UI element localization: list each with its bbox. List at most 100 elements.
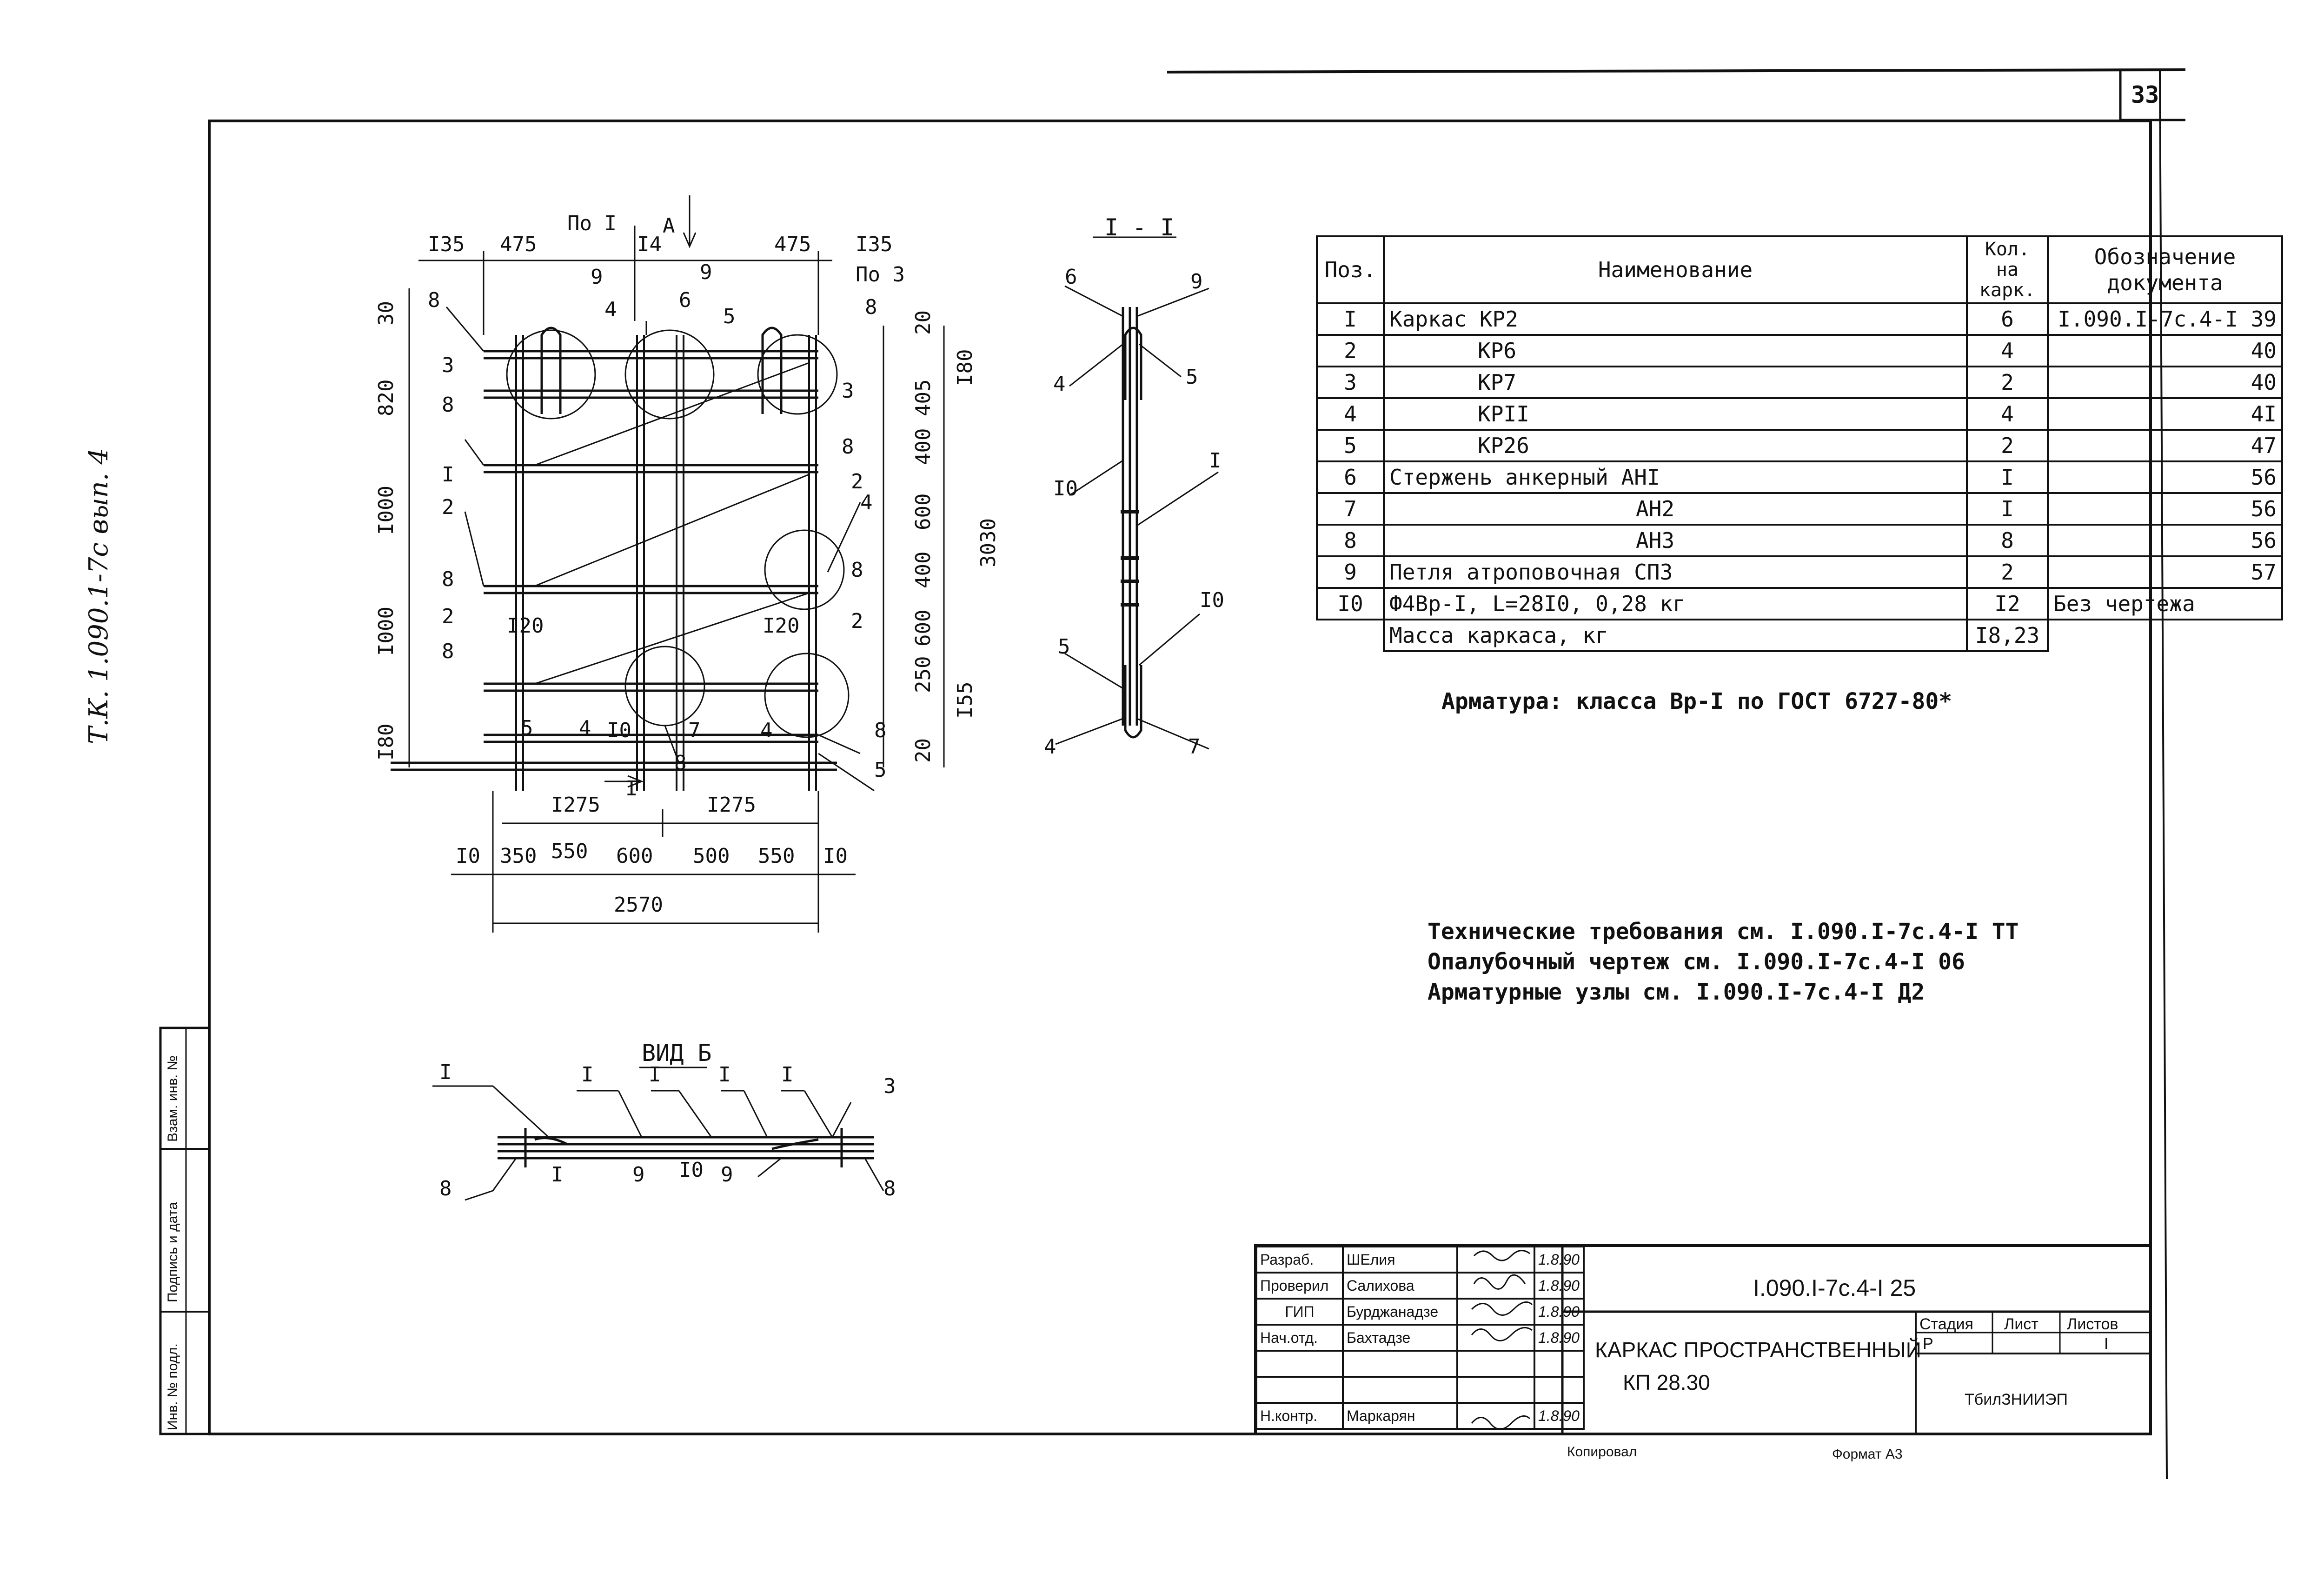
spec-pos: I0 [1316,587,1385,620]
tb-name: Салихова [1342,1272,1458,1300]
tb-signature [1456,1376,1535,1404]
note-formwork: Опалубочный чертеж см. I.090.I-7с.4-I 06 [1428,949,1965,975]
plan-mark-4a: 4 [860,491,873,514]
spec-pos: 9 [1316,555,1385,589]
spec-name: Каркас КР2 [1383,302,1968,336]
plan-mark-10: I0 [607,719,631,742]
note-rebar-nodes: Арматурные узлы см. I.090.I-7с.4-I Д2 [1428,979,1925,1005]
section-mark-9: 9 [1190,270,1203,293]
spec-qty: I [1966,460,2049,494]
plan-mark-2c: 2 [851,470,863,493]
tb-date: 1.8.90 [1534,1402,1585,1430]
plan-mark-9a: 9 [591,265,603,289]
callout-po-3: По 3 [856,263,905,287]
dim-bottom-10-right: I0 [823,844,848,868]
tb-title-line1: КАРКАС ПРОСТРАНСТВЕННЫЙ [1595,1338,1921,1362]
spec-row: 5 КР26 2 47 [1316,429,2283,462]
dim-135-right: I35 [856,233,893,256]
tb-role: ГИП [1255,1298,1344,1326]
plan-mark-4b: 4 [579,716,591,740]
dim-475-left: 475 [500,233,537,256]
plan-mark-120-left: I20 [507,614,544,638]
tb-stage-header: Стадия [1919,1315,1973,1333]
page-number: 33 [2131,81,2159,108]
plan-mark-2a: 2 [442,495,454,519]
note-tech-requirements: Технические требования см. I.090.I-7с.4-… [1428,919,2019,945]
spec-row: 7 АН2 I 56 [1316,492,2283,526]
section-title: I - I [1104,214,1175,241]
spec-header-row: Поз. Наименование Кол. на карк. Обозначе… [1316,235,2283,304]
tb-name [1342,1376,1458,1404]
plan-mark-8e: 8 [442,567,454,591]
spec-qty: 6 [1966,302,2049,336]
spec-pos: 6 [1316,460,1385,494]
spec-name: Стержень анкерный АНI [1383,460,1968,494]
plan-mark-120-right: I20 [763,614,800,638]
viewb-mark-8b: 8 [883,1177,896,1200]
spec-row: I Каркас КР2 6 I.090.I-7с.4-I 39 [1316,302,2283,336]
spec-pos: I [1316,302,1385,336]
section-mark-4b: 4 [1044,735,1056,759]
tb-name: Бурджанадзе [1342,1298,1458,1326]
dim-135-left: I35 [428,233,465,256]
footer-copied: Копировал [1567,1444,1637,1460]
spec-doc: 40 [2047,334,2283,367]
spec-name: Петля атроповочная СП3 [1383,555,1968,589]
section-mark-10b: I0 [1200,588,1224,612]
tb-date [1534,1350,1585,1378]
tb-name: ШЕлия [1342,1246,1458,1274]
plan-mark-4c: 4 [760,719,773,742]
tb-date [1534,1376,1585,1404]
plan-mark-1: I [442,463,454,487]
spec-row: 2 КР6 4 40 [1316,334,2283,367]
dim-bottom-1275-right: I275 [707,793,756,817]
specification-table: Поз. Наименование Кол. на карк. Обозначе… [1316,235,2283,652]
tb-date: 1.8.90 [1534,1246,1585,1274]
dim-overall-2570: 2570 [614,893,663,917]
viewb-mark-8a: 8 [439,1177,452,1200]
spec-name: АН3 [1383,524,1968,557]
spec-qty: I2 [1966,587,2049,620]
section-mark-7: 7 [1188,735,1201,759]
spec-footnote: Арматура: класса Вр-I по ГОСТ 6727-80* [1441,688,1952,714]
tb-date: 1.8.90 [1534,1324,1585,1352]
tb-role: Разраб. [1255,1246,1344,1274]
plan-mark-8h: 8 [674,751,687,775]
dim-bottom-500: 500 [693,844,730,868]
viewb-mark-9a: 9 [632,1163,645,1187]
plan-mark-2b: 2 [442,605,454,628]
spec-doc: 56 [2047,524,2283,557]
tb-role: Н.контр. [1255,1402,1344,1430]
tb-role [1255,1376,1344,1404]
viewb-mark-1e: I [781,1063,794,1087]
view-arrow-a: A [663,214,675,238]
spec-doc: 40 [2047,366,2283,399]
spec-doc: 56 [2047,492,2283,526]
tb-role [1255,1350,1344,1378]
plan-mark-8b: 8 [865,295,877,319]
viewb-mark-1a: I [439,1060,452,1084]
spec-qty: 2 [1966,366,2049,399]
dim-475-right: 475 [774,233,811,256]
tb-role: Нач.отд. [1255,1324,1344,1352]
spec-qty: 8 [1966,524,2049,557]
section-mark-1: I [1209,449,1222,473]
tb-title-line2: КП 28.30 [1623,1370,1710,1394]
tb-row: Разраб. ШЕлия 1.8.90 [1255,1246,1585,1274]
spec-row: 3 КР7 2 40 [1316,366,2283,399]
viewb-mark-1d: I [718,1063,731,1087]
spec-qty: I8,23 [1966,619,2049,652]
spec-name: КР26 [1383,429,1968,462]
spec-doc: 47 [2047,429,2283,462]
section-mark-5a: 5 [1186,365,1198,389]
spec-header-pos: Поз. [1316,235,1385,304]
spec-qty: 4 [1966,397,2049,431]
spec-name: Ф4Вр-I, L=28I0, 0,28 кг [1383,587,1968,620]
tb-role: Проверил [1255,1272,1344,1300]
viewb-mark-1f: I [551,1163,564,1187]
spec-header-doc: Обозначение документа [2047,235,2283,304]
plan-mark-8g: 8 [851,558,863,582]
spec-name: КР6 [1383,334,1968,367]
viewb-mark-3: 3 [883,1074,896,1098]
